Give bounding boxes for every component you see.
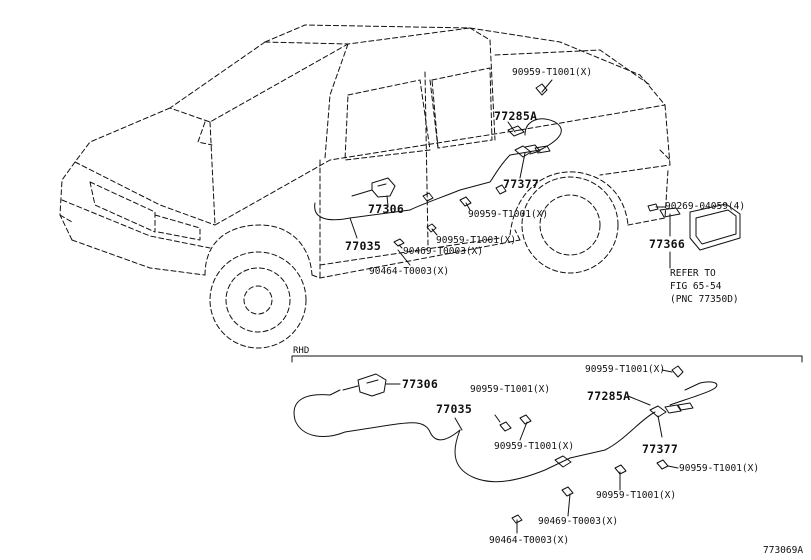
label-77035-bottom: 77035 — [436, 402, 473, 416]
label-90959-a: 90959-T1001(X) — [470, 384, 551, 395]
label-90959-top: 90959-T1001(X) — [512, 67, 593, 78]
label-90959-low: 90959-T1001(X) — [436, 235, 517, 246]
section-rhd-label: RHD — [293, 346, 310, 356]
label-77285a-bottom: 77285A — [587, 389, 631, 403]
label-77306-bottom: 77306 — [402, 377, 439, 391]
top-parts — [351, 83, 741, 251]
label-77285a-top: 77285A — [494, 109, 538, 123]
label-90269: 90269-04059(4) — [665, 201, 746, 212]
label-77035-top: 77035 — [345, 239, 382, 253]
top-leaders — [349, 79, 671, 269]
bottom-leaders — [385, 369, 679, 534]
label-77366: 77366 — [649, 237, 686, 251]
label-90959-mid: 90959-T1001(X) — [468, 209, 549, 220]
label-90464-bottom: 90464-T0003(X) — [489, 535, 570, 546]
label-90464-top: 90464-T0003(X) — [369, 266, 450, 277]
label-90959-d: 90959-T1001(X) — [679, 463, 760, 474]
label-90959-e: 90959-T1001(X) — [596, 490, 677, 501]
rhd-bracket — [291, 355, 803, 363]
label-77377-bottom: 77377 — [642, 442, 679, 456]
refer-line-2: FIG 65-54 — [670, 281, 722, 292]
bottom-parts — [342, 365, 694, 524]
truck-outline — [59, 24, 671, 349]
label-90959-c: 90959-T1001(X) — [585, 364, 666, 375]
top-cable — [314, 118, 562, 221]
figure-id: 773069A — [763, 545, 804, 556]
label-77377-top: 77377 — [503, 177, 540, 191]
label-90959-b: 90959-T1001(X) — [494, 441, 575, 452]
label-77306-top: 77306 — [368, 202, 405, 216]
label-90469-top: 90469-T0003(X) — [403, 246, 484, 257]
refer-line-3: (PNC 77350D) — [670, 294, 739, 305]
bottom-cable — [293, 381, 718, 483]
refer-line-1: REFER TO — [670, 268, 716, 279]
label-90469-bottom: 90469-T0003(X) — [538, 516, 619, 527]
